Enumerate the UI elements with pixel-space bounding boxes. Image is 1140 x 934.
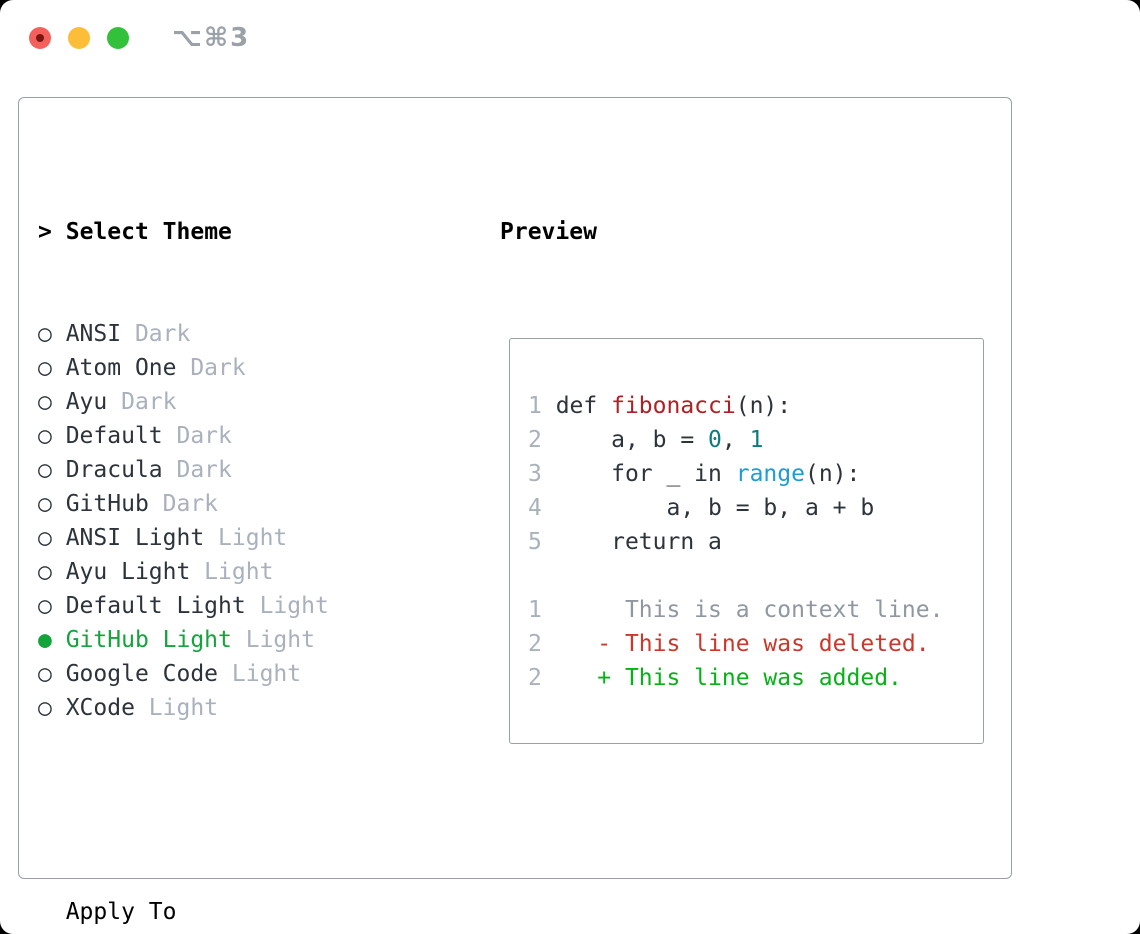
code-line: 2 a, b = 0, 1 [528,423,965,457]
code-segment: range [735,461,805,487]
theme-option[interactable]: ○ ANSI Light Light [38,521,426,555]
radio-icon: ○ [38,525,66,551]
code-segment: (n): [804,461,861,487]
code-line: 5 return a [528,525,965,559]
theme-variant: Light [245,593,329,619]
select-theme-label: Select Theme [65,219,232,245]
zoom-button[interactable] [107,26,129,49]
theme-option[interactable]: ○ Ayu Dark [38,385,426,419]
theme-variant: Light [134,695,219,721]
code-line: 4 a, b = b, a + b [528,491,965,525]
theme-option[interactable]: ○ Dracula Dark [38,453,426,487]
code-segment: , [721,427,750,453]
line-number: 2 [528,427,556,453]
theme-name: ANSI Light [65,525,205,551]
theme-option[interactable]: ○ ANSI Dark [38,317,426,351]
theme-variant: Dark [148,491,219,517]
cursor-prefix-icon: > [38,219,52,245]
code-line [528,355,965,389]
theme-variant: Dark [107,389,177,415]
theme-variant: Dark [162,423,232,449]
code-segment: for _ in [555,461,736,487]
theme-name: ANSI [65,321,122,347]
code-segment: a, b = b, a + b [555,495,875,521]
theme-name: Default Light [65,593,246,619]
radio-icon: ○ [38,321,66,347]
radio-icon: ○ [38,457,66,483]
preview-column: Preview 1 def fibonacci(n):2 a, b = 0, 1… [500,147,984,812]
theme-variant: Dark [176,355,246,381]
code-segment: - This line was deleted. [555,631,930,657]
theme-variant: Light [231,627,315,653]
radio-icon: ○ [38,593,66,619]
theme-name: GitHub [65,491,149,517]
theme-option[interactable]: ○ Google Code Light [38,657,426,691]
code-segment: return a [555,529,722,555]
apply-to-header: Apply To [65,899,177,925]
radio-icon: ○ [38,423,66,449]
window-title: ⌥⌘3 [172,22,251,53]
theme-name: Google Code [65,661,219,687]
line-number: 1 [528,597,556,623]
theme-name: Default [65,423,163,449]
code-segment: + This line was added. [555,665,902,691]
radio-icon: ○ [38,355,66,381]
radio-icon: ○ [38,661,66,687]
radio-icon: ○ [38,695,66,721]
theme-option[interactable]: ○ XCode Light [38,691,426,725]
theme-option[interactable]: ○ Default Light Light [38,589,426,623]
spacer [38,793,426,827]
code-segment: a, b = [555,427,709,453]
line-number: 3 [528,461,556,487]
line-number: 2 [528,631,556,657]
theme-name: Ayu [65,389,108,415]
theme-list: ○ ANSI Dark○ Atom One Dark○ Ayu Dark○ De… [38,317,426,725]
code-segment: 0 [708,427,722,453]
theme-option[interactable]: ○ Atom One Dark [38,351,426,385]
code-line [528,559,965,593]
code-line: 1 This is a context line. [528,593,965,627]
titlebar: ⌥⌘3 [29,23,250,53]
code-segment: 1 [749,427,764,453]
code-segment: This is a context line. [555,597,944,623]
theme-variant: Light [204,525,288,551]
preview-title: Preview [500,219,597,245]
unsaved-dot-icon [36,33,44,42]
radio-icon: ○ [38,491,66,517]
theme-list-column: > Select Theme ○ ANSI Dark○ Atom One Dar… [38,147,426,934]
theme-name: Dracula [65,457,163,483]
theme-picker-panel: > Select Theme ○ ANSI Dark○ Atom One Dar… [18,97,1012,925]
theme-variant: Light [190,559,274,585]
theme-name: Ayu Light [65,559,191,585]
theme-option[interactable]: ○ Default Dark [38,419,426,453]
radio-icon: ○ [38,389,66,415]
line-number: 5 [528,529,556,555]
code-segment: def [555,393,612,419]
theme-name: XCode [65,695,135,721]
theme-variant: Dark [162,457,232,483]
code-line: 1 def fibonacci(n): [528,389,965,423]
theme-name: Atom One [65,355,177,381]
theme-option[interactable]: ● GitHub Light Light [38,623,426,657]
radio-icon: ○ [38,559,66,585]
code-line: 2 - This line was deleted. [528,627,965,661]
line-number: 4 [528,495,556,521]
code-segment: (n): [735,393,792,419]
line-number: 1 [528,393,556,419]
theme-option[interactable]: ○ GitHub Dark [38,487,426,521]
radio-icon: ● [38,627,66,653]
close-button[interactable] [29,26,51,49]
minimize-button[interactable] [68,26,90,49]
theme-variant: Light [218,661,302,687]
code-segment: fibonacci [611,393,736,419]
theme-variant: Dark [121,321,191,347]
line-number: 2 [528,665,556,691]
theme-name: GitHub Light [65,627,232,653]
code-line: 2 + This line was added. [528,661,965,695]
theme-option[interactable]: ○ Ayu Light Light [38,555,426,589]
select-theme-header: > Select Theme [38,215,426,249]
code-line: 3 for _ in range(n): [528,457,965,491]
